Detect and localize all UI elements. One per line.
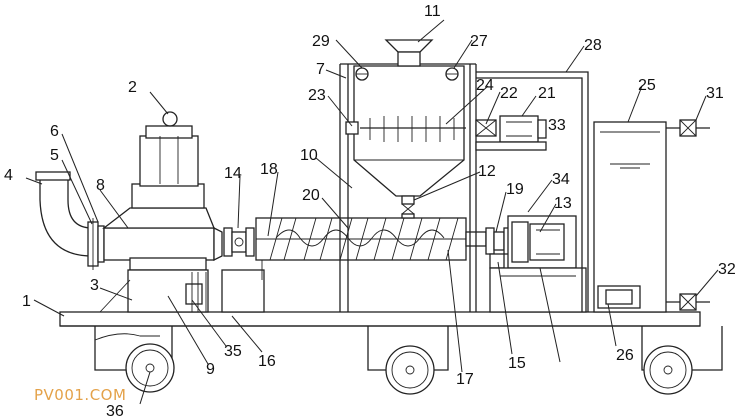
label-9: 9 — [206, 361, 215, 378]
label-19: 19 — [506, 181, 524, 198]
label-24: 24 — [476, 77, 494, 94]
support-block — [185, 269, 265, 313]
label-4: 4 — [4, 167, 13, 184]
label-32: 32 — [718, 261, 736, 278]
stirrer — [345, 116, 466, 142]
water-pump-26 — [597, 285, 641, 309]
label-23: 23 — [308, 87, 326, 104]
label-31: 31 — [706, 85, 724, 102]
return-pipe — [476, 71, 589, 312]
outlet-valve-32 — [666, 293, 710, 311]
submersible-motor — [131, 111, 205, 209]
label-2: 2 — [128, 79, 137, 96]
label-12: 12 — [478, 163, 496, 180]
label-21: 21 — [538, 85, 556, 102]
conveyor-motor — [507, 215, 577, 269]
label-29: 29 — [312, 33, 330, 50]
discharge-valve — [401, 195, 415, 219]
part-labels: 1 2 3 4 5 6 7 8 9 10 11 12 13 14 15 16 1… — [4, 3, 736, 420]
wheel-middle — [367, 326, 449, 395]
label-13: 13 — [554, 195, 572, 212]
inlet-valve-31 — [666, 119, 710, 137]
label-8: 8 — [96, 177, 105, 194]
label-20: 20 — [302, 187, 320, 204]
label-1: 1 — [22, 293, 31, 310]
label-35: 35 — [224, 343, 242, 360]
label-34: 34 — [552, 171, 570, 188]
motor-stand — [489, 267, 587, 313]
watermark: PV001.COM — [34, 386, 126, 404]
label-3: 3 — [90, 277, 99, 294]
label-33: 33 — [548, 117, 566, 134]
stirring-motor — [475, 115, 547, 151]
mixing-tank — [353, 65, 465, 197]
label-5: 5 — [50, 147, 59, 164]
label-11: 11 — [424, 3, 441, 20]
feed-funnel — [384, 39, 434, 67]
label-18: 18 — [260, 161, 278, 178]
screw-conveyor — [255, 217, 487, 280]
label-17: 17 — [456, 371, 474, 388]
label-15: 15 — [508, 355, 526, 372]
label-26: 26 — [616, 347, 634, 364]
label-22: 22 — [500, 85, 518, 102]
wheel-right — [641, 326, 723, 395]
pump-body — [102, 207, 223, 271]
leader-lines — [25, 19, 719, 405]
wheel-left — [94, 326, 175, 393]
label-14: 14 — [224, 165, 242, 182]
label-28: 28 — [584, 37, 602, 54]
label-25: 25 — [638, 77, 656, 94]
label-7: 7 — [316, 61, 325, 78]
inlet-pipe — [35, 171, 105, 270]
label-16: 16 — [258, 353, 276, 370]
coupling-left — [223, 227, 255, 257]
base-frame — [59, 311, 701, 327]
label-10: 10 — [300, 147, 318, 164]
water-tank — [593, 121, 667, 313]
label-27: 27 — [470, 33, 488, 50]
label-36: 36 — [106, 403, 124, 420]
label-6: 6 — [50, 123, 59, 140]
